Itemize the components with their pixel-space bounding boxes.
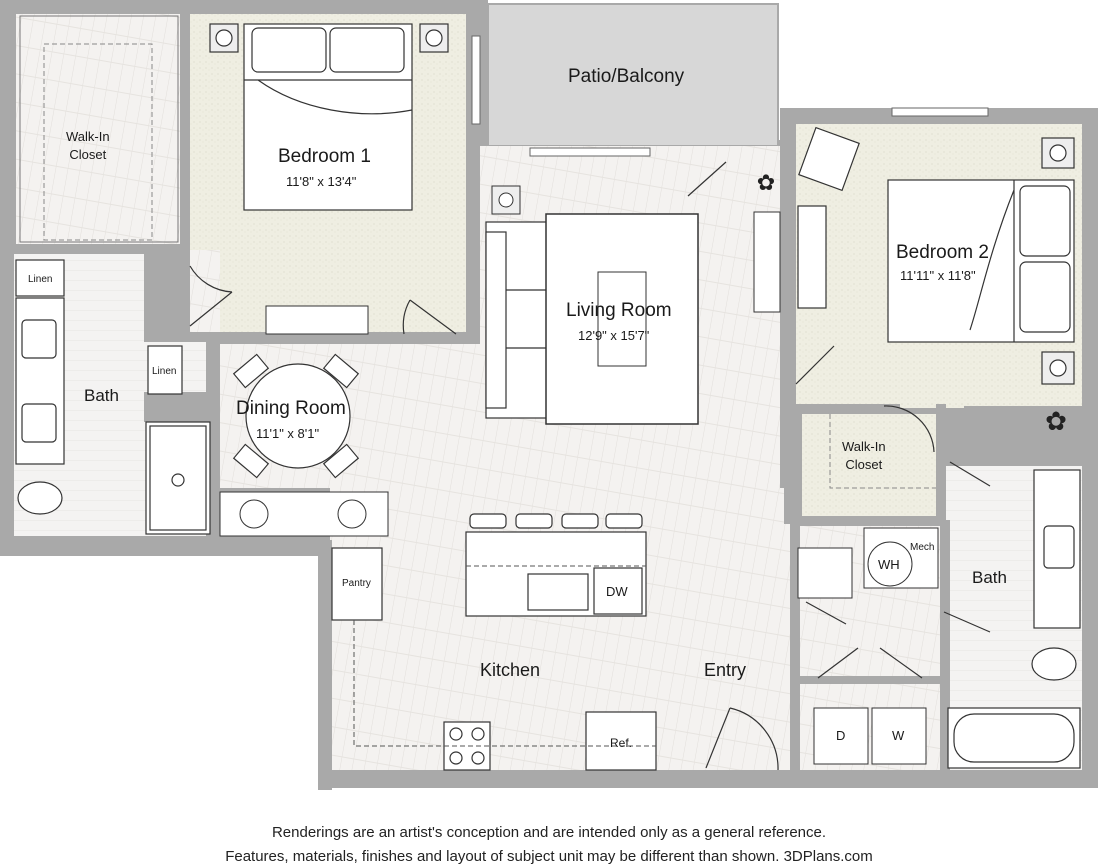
windows — [471, 35, 989, 157]
bed-2 — [797, 126, 1075, 385]
living-lamp — [491, 185, 521, 215]
walk-in-closet-1-label: Walk-In Closet — [66, 128, 110, 164]
mech-label: Mech — [910, 542, 935, 553]
bedroom-1-dims: 11'8" x 13'4" — [286, 174, 357, 189]
walk-in-closet-1-line2: Closet — [69, 147, 107, 162]
console-table — [753, 211, 781, 313]
washer — [871, 707, 927, 765]
bath-2-fixtures — [947, 469, 1081, 769]
linen-mid-label: Linen — [152, 366, 177, 377]
dryer — [813, 707, 869, 765]
walk-in-closet-1-line1: Walk-In — [66, 129, 110, 144]
walk-in-closet-1 — [16, 14, 180, 244]
water-heater-icon — [867, 541, 913, 587]
refrigerator-label: Ref. — [610, 736, 633, 750]
patio-label: Patio/Balcony — [568, 66, 685, 87]
doors — [189, 161, 991, 771]
bedroom-2-dims: 11'11" x 11'8" — [900, 268, 976, 283]
bedroom-2-label: Bedroom 2 — [896, 242, 989, 263]
bath-2-label: Bath — [972, 568, 1007, 587]
patio-balcony — [487, 3, 779, 147]
living-room-dims: 12'9" x 15'7" — [578, 328, 650, 343]
kitchen-label: Kitchen — [480, 660, 541, 680]
linen-top-label: Linen — [28, 274, 53, 285]
washer-label: W — [892, 728, 905, 743]
plant-icon: ✿ — [757, 170, 775, 195]
pantry-label: Pantry — [342, 578, 371, 589]
walk-in-closet-2-line2: Closet — [845, 457, 883, 472]
walk-in-closet-2-line1: Walk-In — [842, 439, 886, 454]
disclaimer-line-1: Renderings are an artist's conception an… — [271, 824, 827, 841]
kitchen-fixtures — [331, 513, 657, 771]
dining-room-label: Dining Room — [236, 398, 346, 419]
dining-room-dims: 11'1" x 8'1" — [256, 426, 320, 441]
walk-in-closet-2-label: Walk-In Closet — [842, 438, 886, 474]
dining-table — [232, 353, 360, 479]
bath-1-fixtures — [15, 259, 211, 535]
entry-label: Entry — [704, 660, 747, 680]
water-heater-label: WH — [878, 557, 900, 572]
coffee-table — [597, 271, 647, 367]
dresser-1 — [265, 305, 369, 335]
dryer-label: D — [836, 728, 846, 743]
living-room-label: Living Room — [566, 300, 672, 321]
bed-1 — [209, 23, 449, 211]
walk-in-closet-2 — [802, 414, 936, 518]
dishwasher-label: DW — [606, 584, 628, 599]
plant-icon-2: ✿ — [1045, 406, 1067, 436]
disclaimer-line-2: Features, materials, finishes and layout… — [225, 848, 873, 865]
bedroom-1-label: Bedroom 1 — [278, 146, 371, 167]
bath-1-label: Bath — [84, 386, 119, 405]
